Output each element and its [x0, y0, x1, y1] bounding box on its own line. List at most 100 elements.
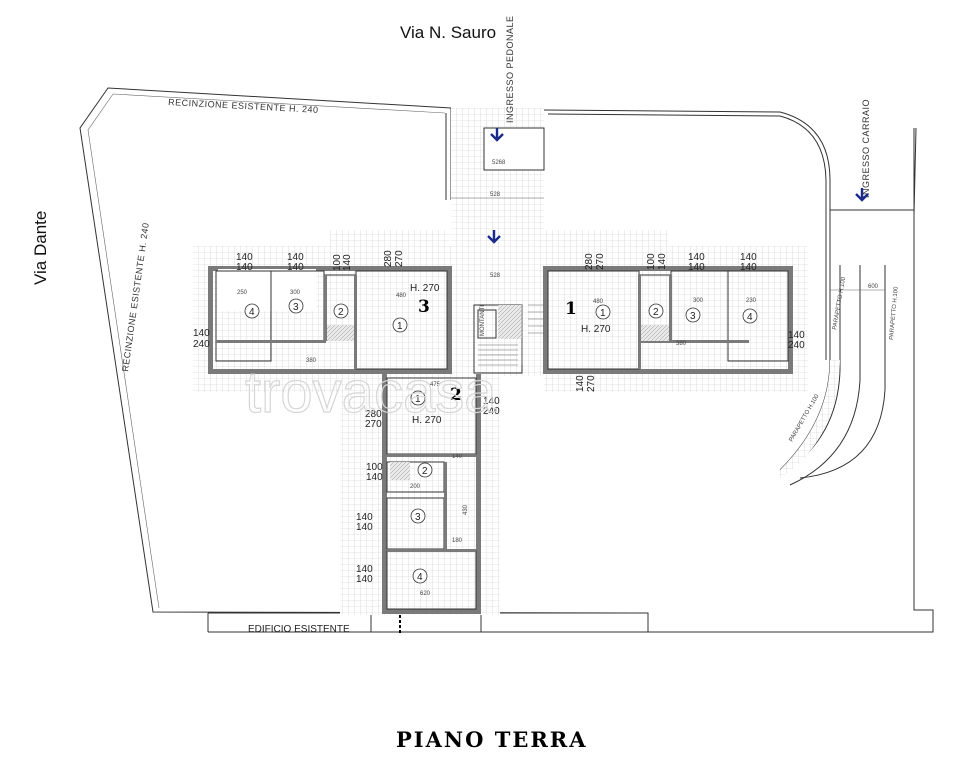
- svg-text:4: 4: [747, 312, 753, 323]
- pedestrian-entrance-arrow-icon: [490, 128, 504, 142]
- room-2-2: 2: [417, 462, 433, 478]
- svg-text:4: 4: [249, 307, 255, 318]
- window-e4: 140: [740, 252, 757, 263]
- window-w4b: 270: [394, 250, 405, 267]
- window-e2b: 140: [657, 253, 668, 270]
- window-s5: 140: [356, 564, 373, 575]
- svg-text:1: 1: [600, 308, 606, 319]
- window-s4: 140: [356, 512, 373, 523]
- svg-text:2: 2: [422, 466, 428, 477]
- window-s1b: 270: [365, 419, 382, 430]
- window-w5b: 240: [193, 339, 210, 350]
- inner-path-arrow-icon: [487, 230, 501, 244]
- window-s2: 140: [483, 396, 500, 407]
- dim-s-a: 475: [430, 382, 441, 388]
- window-s1: 280: [365, 409, 382, 420]
- svg-text:1: 1: [415, 394, 421, 405]
- dim-e-a: 480: [593, 299, 604, 305]
- window-w4: 280: [383, 250, 394, 267]
- unit-3-number: 3: [418, 297, 430, 317]
- entrance-canopy: [483, 127, 545, 171]
- window-s5b: 140: [356, 574, 373, 585]
- room-1-4: 4: [742, 308, 758, 324]
- watermark: trovacasa: [245, 360, 497, 425]
- dim-w-b: 300: [290, 290, 301, 296]
- svg-text:4: 4: [417, 572, 423, 583]
- existing-building-label: EDIFICIO ESISTENTE: [248, 624, 350, 635]
- dim-e-c: 230: [746, 298, 757, 304]
- window-labels: 140 140 140 140 100 140 280 270 140 240 …: [193, 250, 805, 585]
- window-w1: 140: [236, 252, 253, 263]
- window-e4b: 140: [740, 262, 757, 273]
- ramp-width-dim: 600: [868, 284, 879, 290]
- window-e1b: 270: [595, 253, 606, 270]
- window-e6: 140: [575, 375, 586, 392]
- unit-2-number: 2: [450, 385, 462, 405]
- window-e2: 100: [646, 253, 657, 270]
- window-s4b: 140: [356, 522, 373, 533]
- unit-1-walls: [543, 266, 793, 374]
- unit-2-height: H. 270: [412, 415, 442, 426]
- room-2-4: 4: [412, 568, 428, 584]
- svg-text:2: 2: [338, 307, 344, 318]
- window-e1: 280: [584, 253, 595, 270]
- svg-text:3: 3: [690, 311, 696, 322]
- path-width-dim: 528: [490, 192, 501, 198]
- window-w3b: 140: [342, 254, 353, 271]
- unit-2-walls: [382, 374, 481, 614]
- room-3-4: 4: [244, 303, 260, 319]
- window-s3b: 140: [366, 472, 383, 483]
- stair-core: [473, 304, 544, 374]
- window-e5b: 240: [788, 340, 805, 351]
- room-1-3: 3: [685, 307, 701, 323]
- vehicle-entrance-label: INGRESSO CARRAIO: [861, 99, 871, 198]
- window-w5: 140: [193, 328, 210, 339]
- dim-core: 528: [490, 273, 501, 279]
- room-markers: 4 3 2 1 1 2 3 4: [244, 298, 758, 584]
- unit-1-number: 1: [565, 299, 577, 319]
- dim-e-b: 300: [693, 298, 704, 304]
- dim-s-c: 200: [410, 484, 421, 490]
- window-s3: 100: [366, 462, 383, 473]
- dim-w-d: 380: [306, 358, 317, 364]
- svg-text:3: 3: [415, 512, 421, 523]
- dim-s-e: 620: [420, 591, 431, 597]
- fence-label: RECINZIONE ESISTENTE H. 240: [168, 97, 319, 115]
- window-w2: 140: [287, 252, 304, 263]
- window-w1b: 140: [236, 262, 253, 273]
- dim-s-b: 140: [452, 454, 463, 460]
- dim-e-d: 380: [676, 341, 687, 347]
- canopy-dim: 5268: [492, 160, 506, 166]
- window-w2b: 140: [287, 262, 304, 273]
- room-1-1: 1: [595, 304, 611, 320]
- dim-s-f: 430: [463, 504, 469, 515]
- window-s2b: 240: [483, 406, 500, 417]
- window-e3b: 140: [688, 262, 705, 273]
- vehicle-entrance-arrow-icon: [855, 188, 869, 202]
- driveway-ramp: 600: [779, 265, 886, 486]
- room-3-3: 3: [288, 298, 304, 314]
- street-north-label: Via N. Sauro: [400, 23, 496, 42]
- interior-dimensions: 250 300 480 380 480 300 230 380 475 140 …: [237, 273, 757, 597]
- svg-text:3: 3: [293, 302, 299, 313]
- dim-s-d: 180: [452, 538, 463, 544]
- window-e6b: 270: [586, 375, 597, 392]
- room-2-3: 3: [410, 508, 426, 524]
- fence-west-label: RECINZIONE ESISTENTE H. 240: [120, 222, 151, 372]
- dim-w-c: 480: [396, 293, 407, 299]
- dim-w-a: 250: [237, 290, 248, 296]
- elevator-label: MONTANTI: [480, 305, 486, 336]
- window-e3: 140: [688, 252, 705, 263]
- svg-text:2: 2: [653, 307, 659, 318]
- room-3-1: 1: [392, 317, 408, 333]
- unit-3-height: H. 270: [410, 283, 440, 294]
- ramp-parapet-2: PARAPETTO H.100: [889, 286, 900, 340]
- window-w3: 100: [332, 254, 343, 271]
- window-e5: 140: [788, 330, 805, 341]
- room-3-2: 2: [333, 303, 349, 319]
- svg-text:1: 1: [397, 321, 403, 332]
- pedestrian-entrance-label: INGRESSO PEDONALE: [505, 15, 515, 123]
- room-2-1: 1: [410, 390, 426, 406]
- room-1-2: 2: [648, 303, 664, 319]
